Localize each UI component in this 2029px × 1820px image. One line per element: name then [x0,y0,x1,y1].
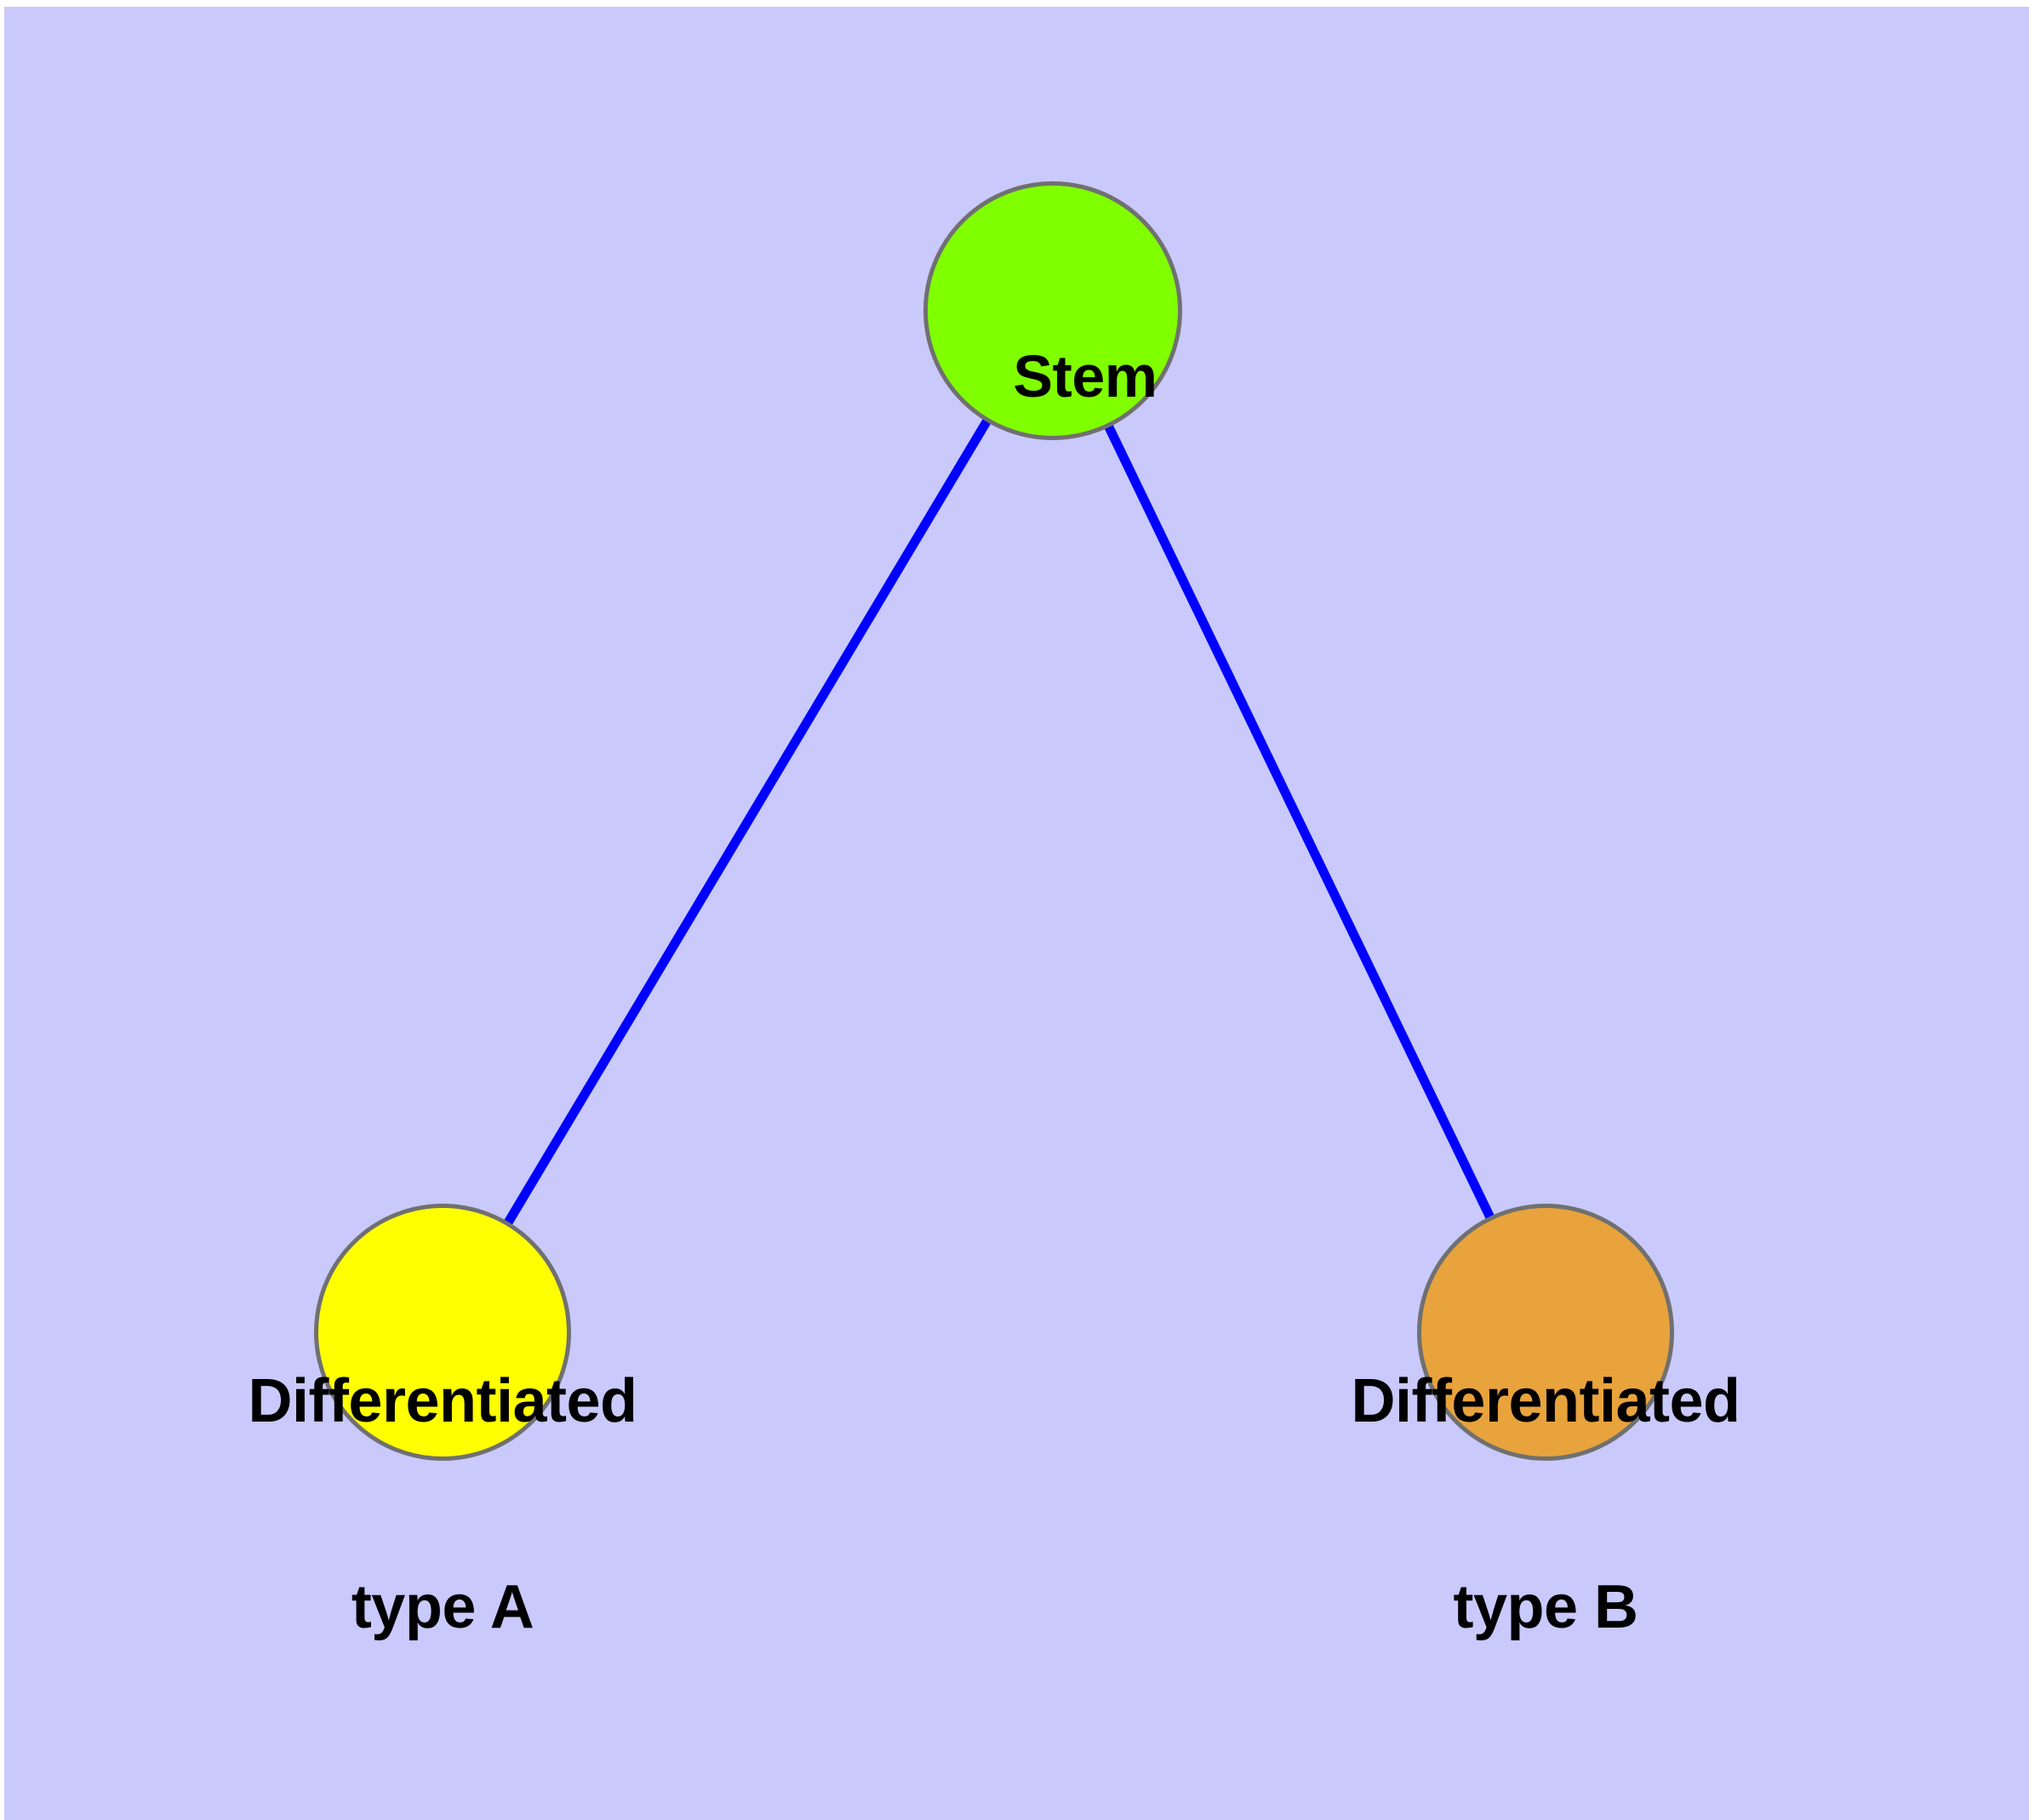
node-layer [314,181,1674,1461]
node-stem[interactable] [923,181,1182,440]
node-differentiated-type-a[interactable] [314,1204,571,1461]
edge-stem-to-differentiated-type-b[interactable] [1049,308,1550,1335]
edge-layer [438,308,1550,1335]
edge-stem-to-differentiated-type-a[interactable] [438,308,1057,1335]
node-differentiated-type-b[interactable] [1417,1204,1674,1461]
